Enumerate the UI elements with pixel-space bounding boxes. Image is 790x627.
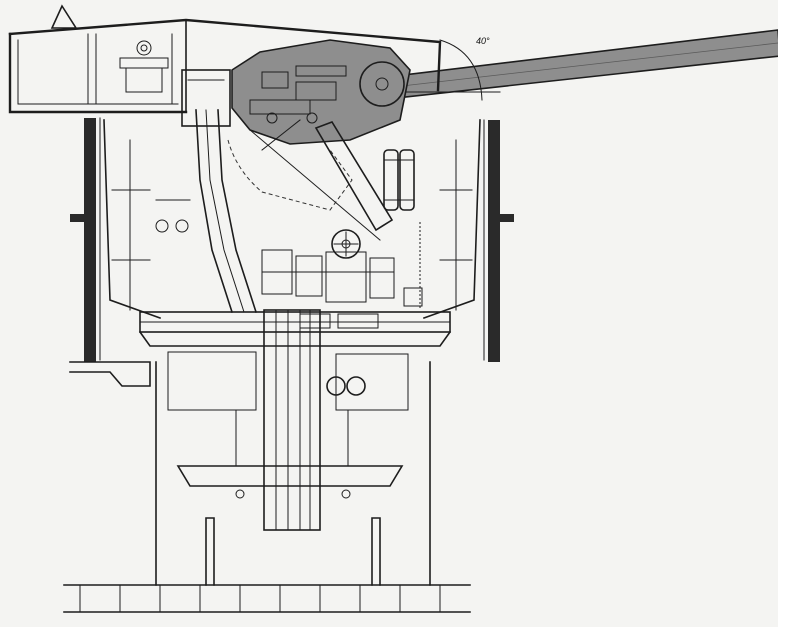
rammer-arm (314, 121, 394, 259)
gun-deck-floor (138, 311, 452, 347)
hydraulic-cylinders (383, 149, 415, 211)
lower-structure (69, 351, 431, 586)
page-edge (778, 0, 790, 627)
barbette-armor (70, 117, 514, 362)
breech-mechanism (231, 39, 411, 145)
loading-path (227, 119, 381, 241)
elevation-angle-label: 40° (476, 36, 490, 46)
working-chamber (261, 222, 423, 310)
ammunition-hoist (181, 69, 258, 314)
gunhouse (8, 4, 442, 114)
base-deck (63, 584, 471, 613)
central-hoist-trunk (263, 309, 321, 531)
